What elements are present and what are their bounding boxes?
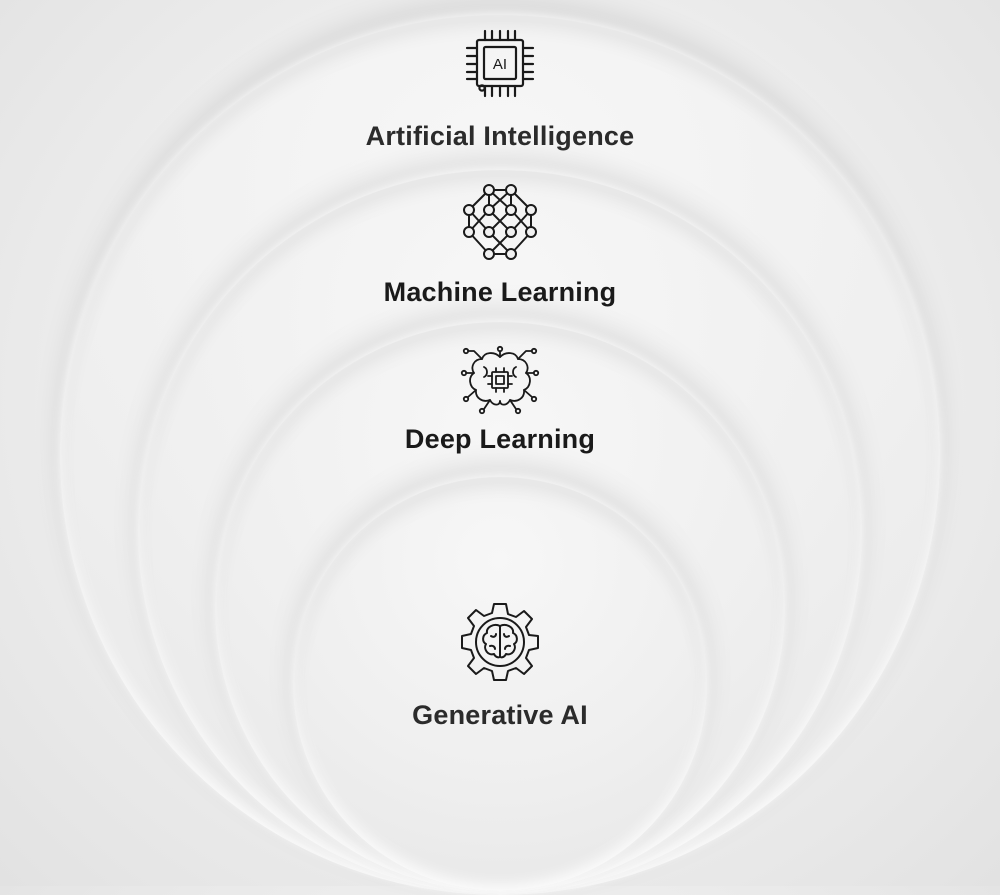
ai-chip-text: AI [493, 56, 507, 73]
label-deep-learning: Deep Learning [404, 424, 596, 454]
label-machine-learning: Machine Learning [383, 277, 617, 307]
ai-chip-icon: AI [457, 28, 543, 100]
gear-brain-icon [458, 600, 542, 684]
ring-generative-ai [293, 477, 707, 891]
label-generative-ai: Generative AI [412, 700, 588, 730]
label-artificial-intelligence: Artificial Intelligence [365, 121, 635, 151]
neural-network-icon [457, 182, 543, 264]
brain-circuit-icon [460, 345, 540, 415]
